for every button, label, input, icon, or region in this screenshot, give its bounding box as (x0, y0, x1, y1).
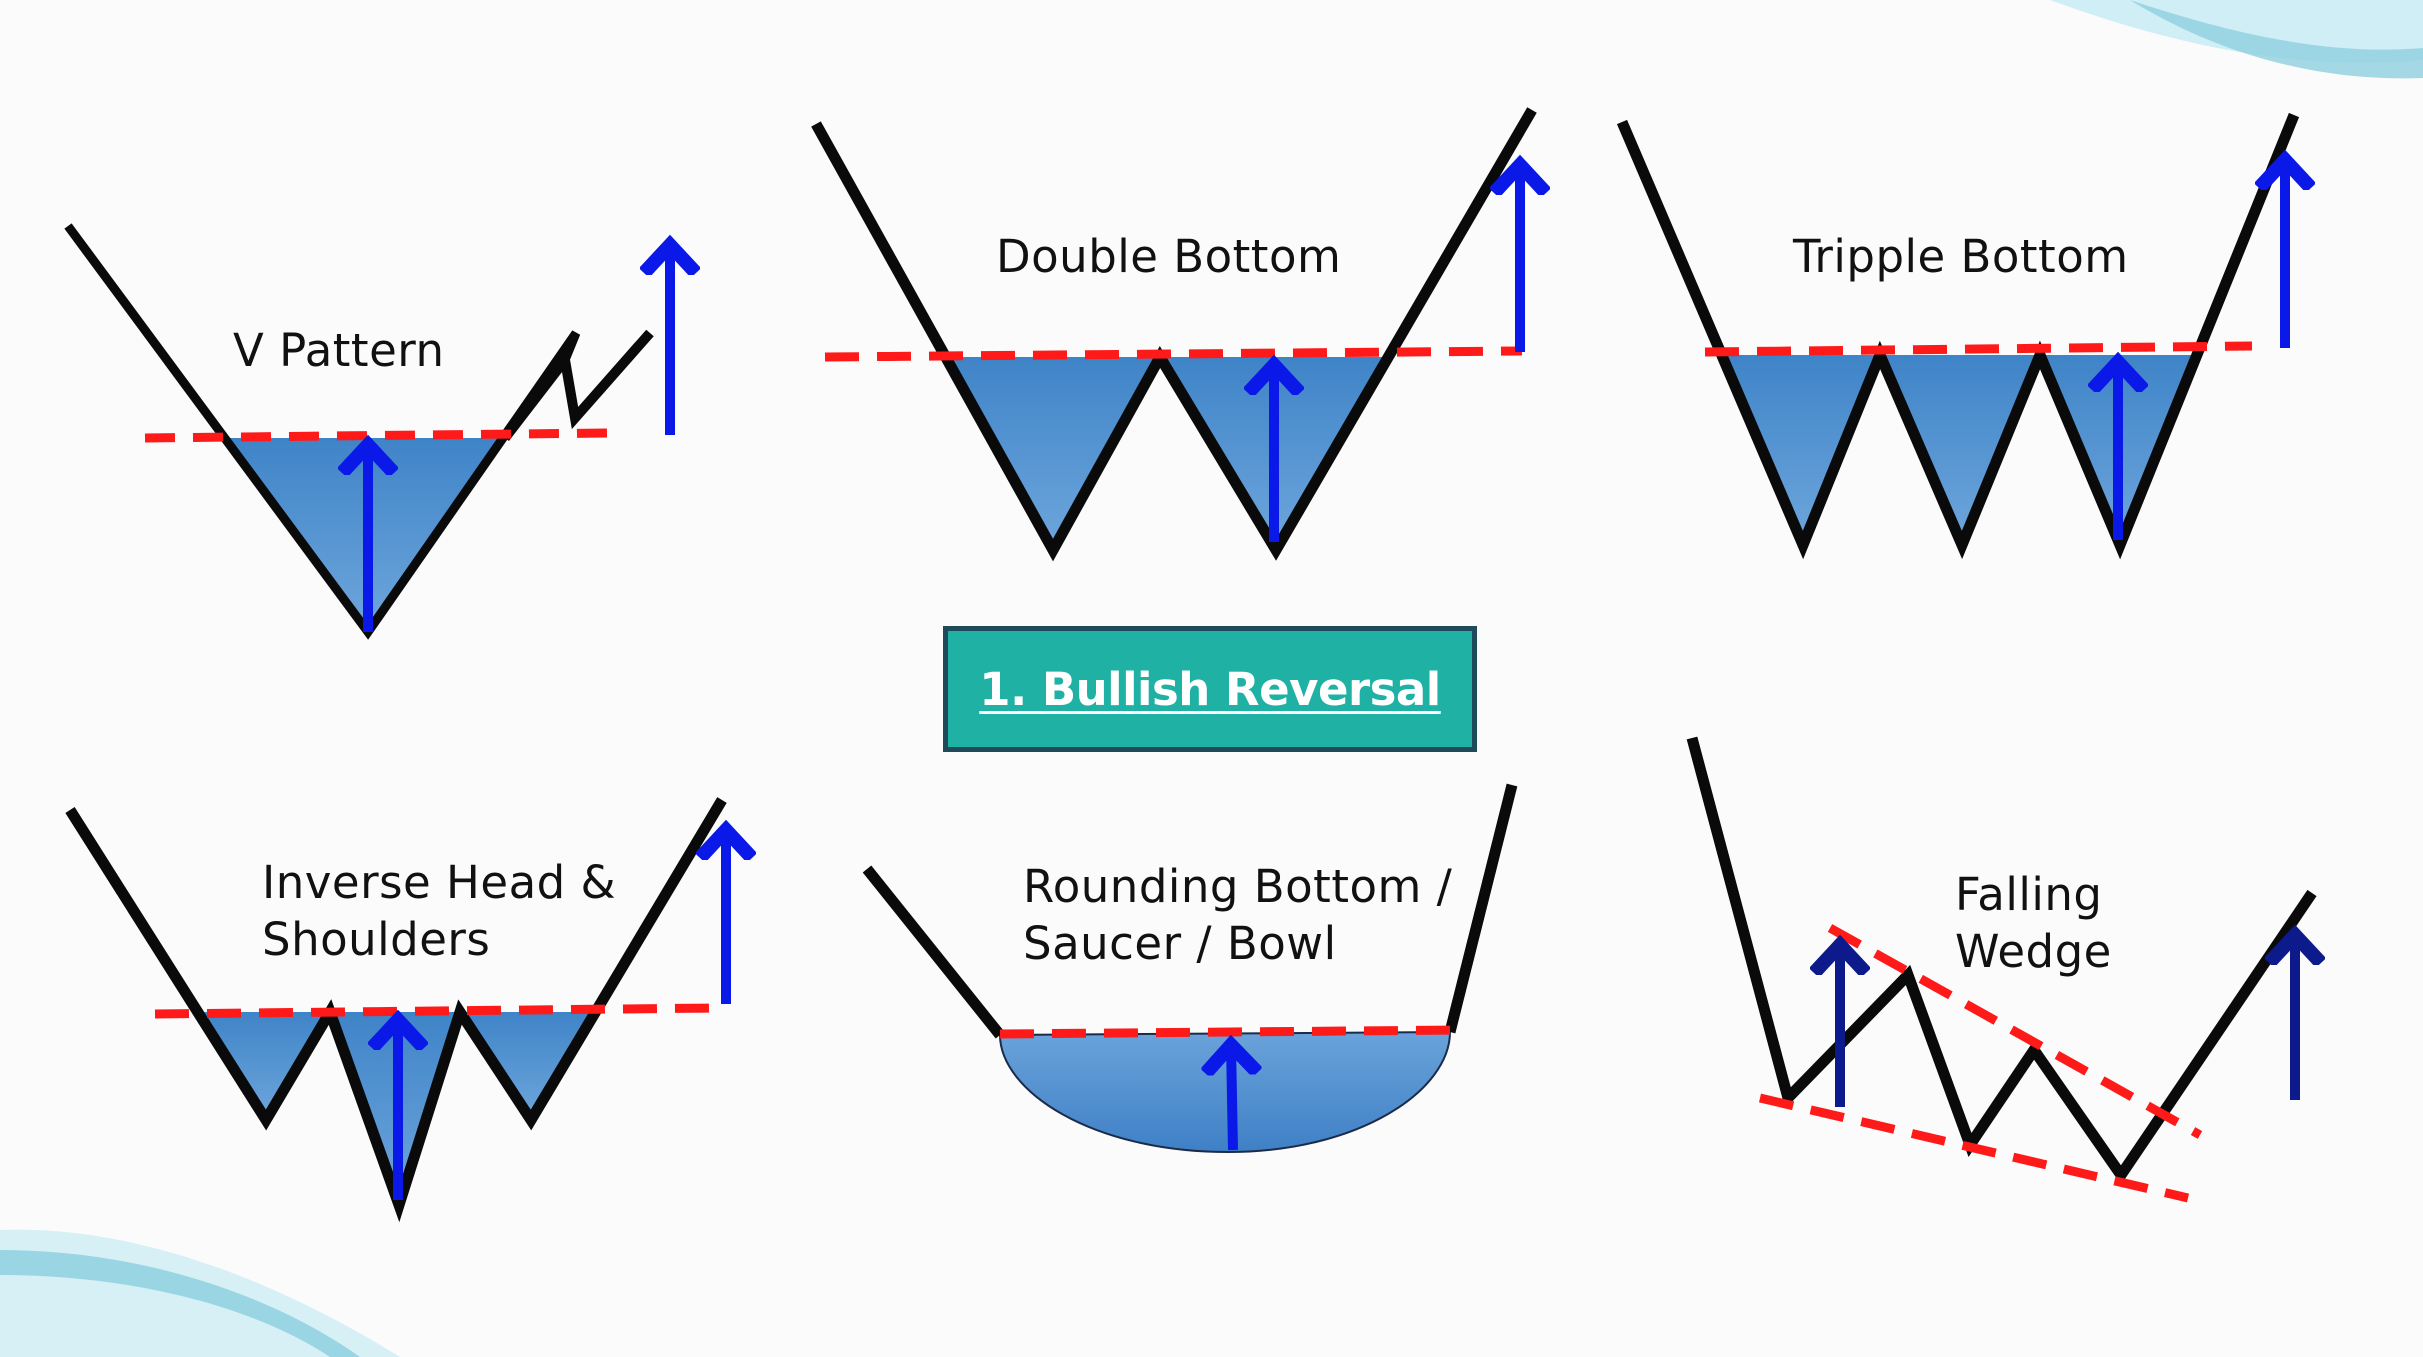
ihs-label-line1: Inverse Head & (262, 856, 616, 909)
triple-bottom-label: Tripple Bottom (1792, 230, 2129, 283)
rounding-label-line2: Saucer / Bowl (1023, 917, 1337, 970)
inverse-head-shoulders: Inverse Head & Shoulders (65, 797, 727, 1223)
ihs-fill-right (460, 1012, 596, 1120)
rounding-bowl-fill (998, 1030, 1452, 1154)
rounding-label-line1: Rounding Bottom / (1023, 860, 1453, 913)
decor-wave-bottom-left (0, 1229, 400, 1357)
wedge-lower-trendline (1758, 1093, 2190, 1203)
wedge-label-line1: Falling (1955, 868, 2102, 921)
ihs-price-line (65, 797, 727, 1223)
double-bottom-price-line (811, 107, 1537, 562)
triple-bottom-fill-1 (1718, 355, 1880, 545)
rounding-bottom: Rounding Bottom / Saucer / Bowl (862, 783, 1518, 1154)
ihs-fill-left (197, 1012, 330, 1120)
triple-bottom-neckline (1704, 341, 2253, 357)
rounding-neckline (999, 1025, 1466, 1039)
v-pattern: V Pattern (64, 223, 670, 640)
triple-bottom-fill-2 (1880, 355, 2040, 545)
section-title: 1. Bullish Reversal (979, 662, 1441, 716)
decor-wave-top-right (2050, 0, 2423, 79)
triple-bottom: Tripple Bottom (1616, 112, 2300, 560)
wedge-upper-trendline (1827, 924, 2203, 1139)
v-pattern-neckline (144, 428, 611, 443)
double-bottom: Double Bottom (811, 107, 1537, 562)
double-bottom-neckline (824, 346, 1523, 362)
wedge-label-line2: Wedge (1955, 925, 2112, 978)
double-bottom-label: Double Bottom (996, 230, 1341, 283)
rounding-price-line-right (1444, 783, 1518, 1034)
v-pattern-price-line-2 (501, 329, 654, 442)
double-bottom-fill (942, 357, 1160, 550)
v-pattern-price-line (64, 223, 581, 640)
falling-wedge: Falling Wedge (1686, 736, 2312, 1203)
triple-bottom-price-line (1616, 112, 2300, 560)
ihs-label-line2: Shoulders (262, 913, 490, 966)
section-title-box: 1. Bullish Reversal (943, 626, 1477, 752)
rounding-price-line (862, 865, 1005, 1039)
v-pattern-label: V Pattern (233, 324, 444, 377)
rounding-inner-arrow (1231, 1045, 1233, 1151)
ihs-neckline (154, 1003, 716, 1019)
